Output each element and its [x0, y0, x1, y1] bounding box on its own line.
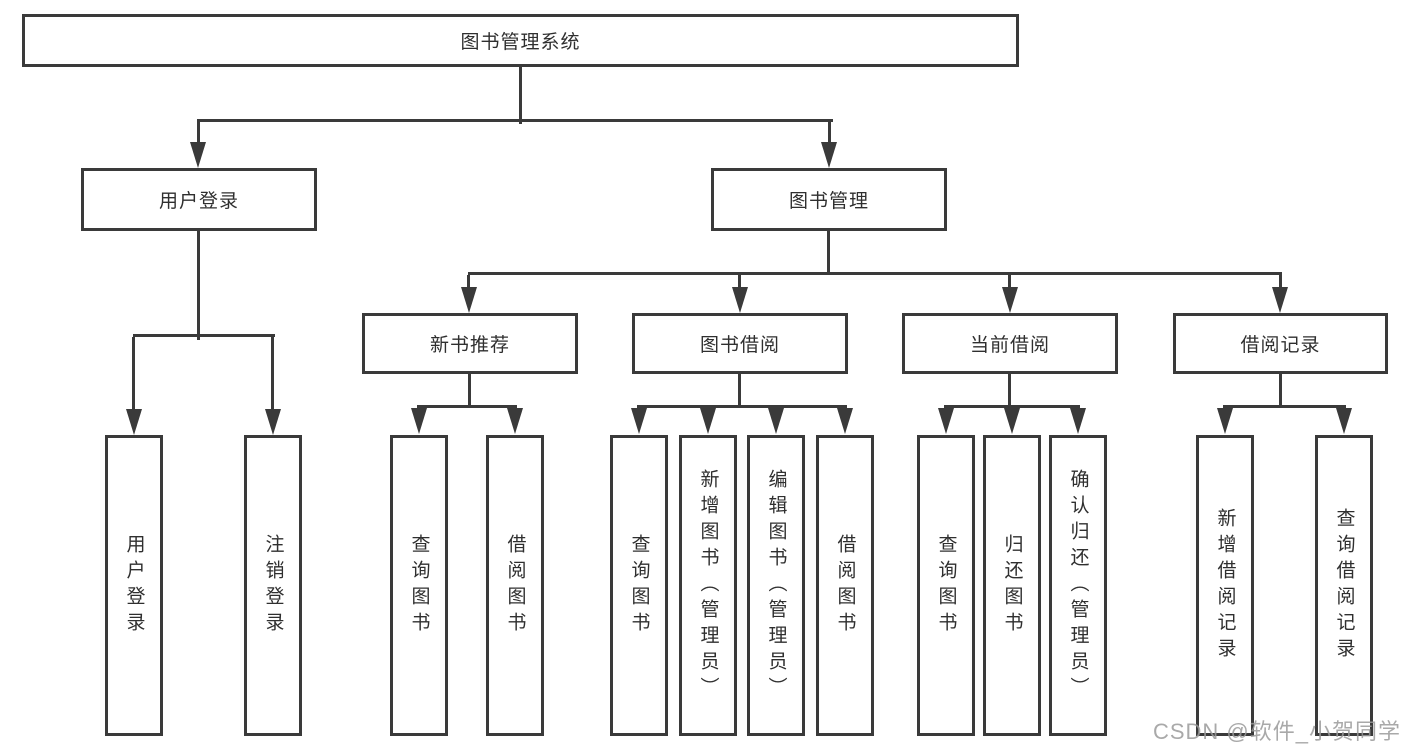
leaf-label: 新增借阅记录 — [1214, 507, 1236, 664]
leaf-label: 确认归还（管理员） — [1067, 468, 1089, 703]
node-label: 用户登录 — [158, 191, 239, 212]
connector-drop-current-borrow — [1008, 275, 1011, 289]
connector-level2-rail — [197, 119, 833, 122]
node-label: 借阅记录 — [1240, 335, 1321, 356]
connector-level3-rail — [468, 272, 1282, 275]
connector-new-book-stem — [468, 372, 471, 408]
leaf-return-books: 归还图书 — [983, 435, 1041, 736]
connector-new-book-rail — [417, 405, 517, 408]
connector-current-borrow-stem — [1008, 372, 1011, 408]
leaf-label: 编辑图书（管理员） — [765, 468, 787, 703]
csdn-watermark: CSDN @软件_小贺同学 — [1152, 719, 1401, 744]
connector-drop-leaf-logout — [271, 337, 274, 411]
leaf-borrow-books: 借阅图书 — [816, 435, 874, 736]
arrowhead-book-management — [821, 142, 837, 168]
connector-root-stem — [519, 66, 522, 124]
leaf-label: 查询图书 — [935, 533, 957, 638]
leaf-add-borrow-record: 新增借阅记录 — [1196, 435, 1254, 736]
node-label: 图书借阅 — [699, 335, 780, 356]
leaf-label: 用户登录 — [123, 533, 145, 638]
leaf-recommend-borrow-books: 借阅图书 — [486, 435, 544, 736]
node-library-system: 图书管理系统 — [22, 14, 1019, 67]
arrowhead-new-book — [461, 287, 477, 313]
arrowhead-book-borrow — [732, 287, 748, 313]
connector-drop-user-login — [197, 122, 200, 144]
connector-drop-leaf-user-login — [132, 337, 135, 411]
node-current-borrow: 当前借阅 — [902, 313, 1118, 374]
leaf-add-books-admin: 新增图书（管理员） — [679, 435, 737, 736]
connector-drop-borrow-record — [1279, 275, 1282, 289]
node-label: 当前借阅 — [969, 335, 1050, 356]
node-new-book-recommend: 新书推荐 — [362, 313, 578, 374]
node-label: 新书推荐 — [429, 335, 510, 356]
leaf-label: 借阅图书 — [504, 533, 526, 638]
arrowhead-leaf-bb-query — [631, 408, 647, 434]
leaf-confirm-return-admin: 确认归还（管理员） — [1049, 435, 1107, 736]
arrowhead-leaf-recommend-borrow — [507, 408, 523, 434]
arrowhead-leaf-br-query — [1336, 408, 1352, 434]
leaf-logout: 注销登录 — [244, 435, 302, 736]
leaf-label: 新增图书（管理员） — [697, 468, 719, 703]
connector-book-borrow-rail — [637, 405, 847, 408]
leaf-label: 查询图书 — [628, 533, 650, 638]
leaf-label: 归还图书 — [1001, 533, 1023, 638]
node-book-management: 图书管理 — [711, 168, 947, 231]
connector-drop-new-book — [467, 275, 470, 289]
leaf-label: 查询借阅记录 — [1333, 507, 1355, 664]
connector-borrow-record-rail — [1223, 405, 1346, 408]
arrowhead-leaf-bb-edit — [768, 408, 784, 434]
leaf-user-login: 用户登录 — [105, 435, 163, 736]
leaf-edit-books-admin: 编辑图书（管理员） — [747, 435, 805, 736]
leaf-label: 注销登录 — [262, 533, 284, 638]
arrowhead-user-login — [190, 142, 206, 168]
arrowhead-leaf-bb-add — [700, 408, 716, 434]
arrowhead-leaf-logout — [265, 409, 281, 435]
leaf-current-query-books: 查询图书 — [917, 435, 975, 736]
connector-drop-book-management — [828, 122, 831, 144]
arrowhead-leaf-br-add — [1217, 408, 1233, 434]
arrowhead-leaf-cb-return — [1004, 408, 1020, 434]
arrowhead-leaf-cb-confirm — [1070, 408, 1086, 434]
arrowhead-borrow-record — [1272, 287, 1288, 313]
connector-user-login-stem — [197, 231, 200, 340]
leaf-borrow-query-books: 查询图书 — [610, 435, 668, 736]
connector-user-login-rail — [133, 334, 275, 337]
connector-book-management-stem — [827, 231, 830, 274]
node-label: 图书管理 — [788, 191, 869, 212]
node-book-borrow: 图书借阅 — [632, 313, 848, 374]
arrowhead-leaf-user-login — [126, 409, 142, 435]
leaf-label: 借阅图书 — [834, 533, 856, 638]
leaf-recommend-query-books: 查询图书 — [390, 435, 448, 736]
arrowhead-leaf-cb-query — [938, 408, 954, 434]
arrowhead-leaf-recommend-query — [411, 408, 427, 434]
connector-book-borrow-stem — [738, 372, 741, 408]
leaf-label: 查询图书 — [408, 533, 430, 638]
connector-drop-book-borrow — [738, 275, 741, 289]
node-borrow-record: 借阅记录 — [1173, 313, 1388, 374]
connector-borrow-record-stem — [1279, 372, 1282, 408]
node-label: 图书管理系统 — [460, 32, 581, 53]
node-user-login: 用户登录 — [81, 168, 317, 231]
arrowhead-leaf-bb-borrow — [837, 408, 853, 434]
arrowhead-current-borrow — [1002, 287, 1018, 313]
connector-current-borrow-rail — [944, 405, 1080, 408]
leaf-query-borrow-record: 查询借阅记录 — [1315, 435, 1373, 736]
